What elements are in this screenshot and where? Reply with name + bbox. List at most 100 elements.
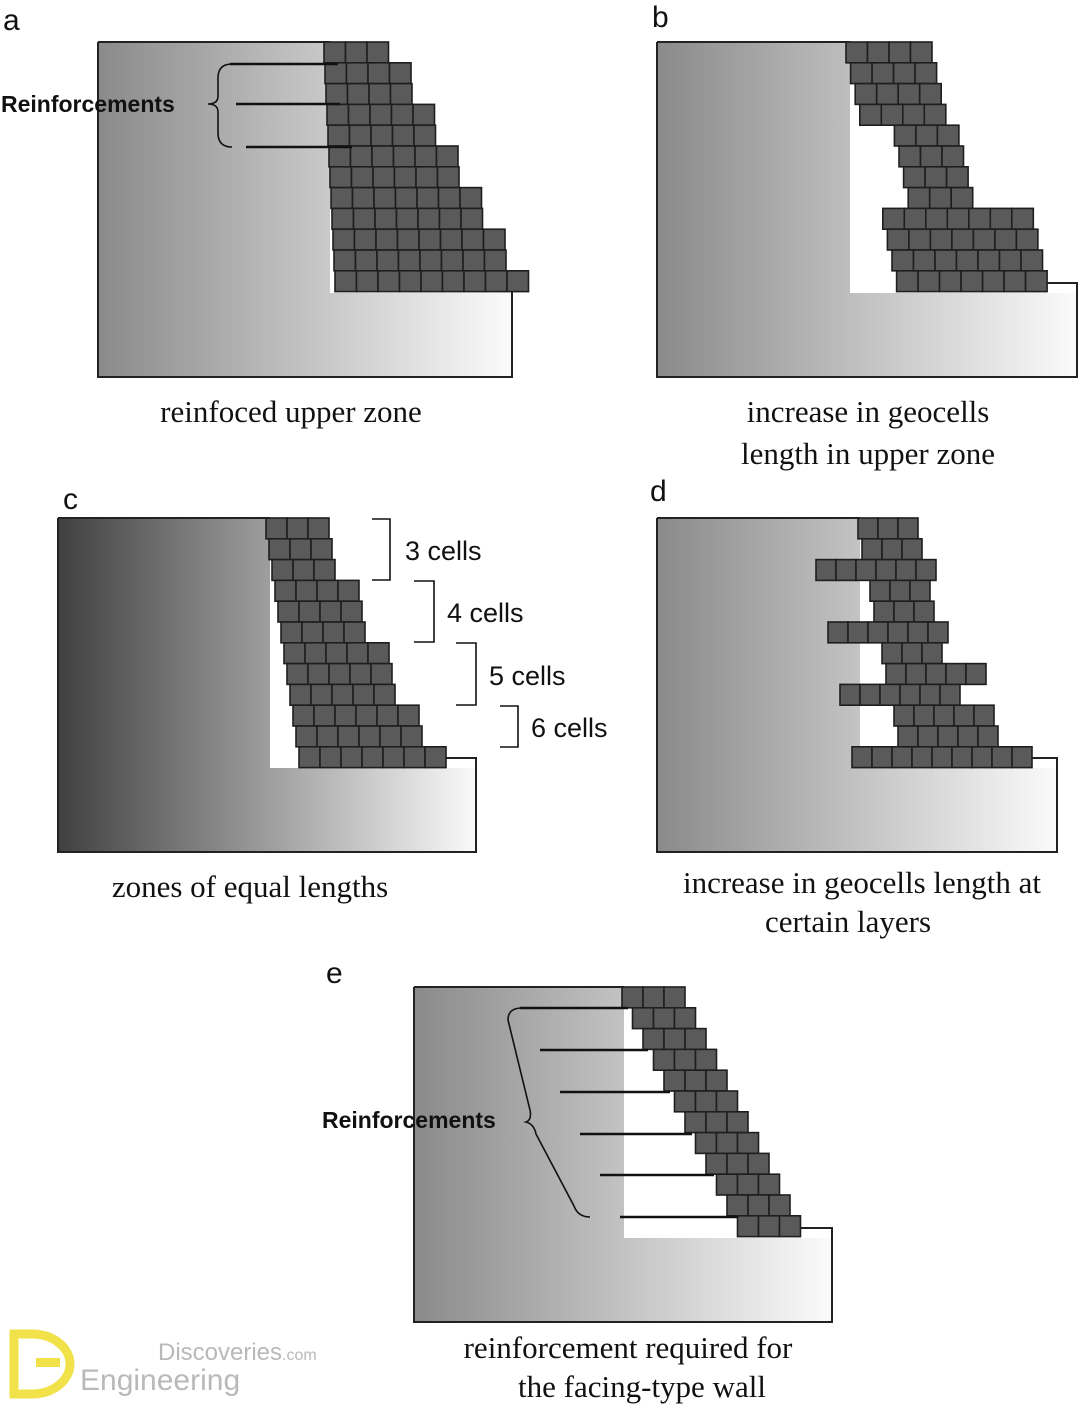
geocell-brick	[908, 228, 932, 251]
geocell-brick	[866, 41, 890, 64]
geocell-brick	[921, 641, 943, 665]
geocell-brick	[768, 1194, 791, 1217]
geocell-brick	[898, 145, 922, 168]
geocell-brick	[298, 600, 321, 623]
geocell-brick	[326, 103, 350, 127]
geocell-brick	[847, 621, 869, 644]
geocell-brick	[361, 745, 384, 769]
facing-bricks-b	[845, 41, 1048, 293]
geocell-brick	[859, 683, 881, 707]
geocell-brick	[334, 269, 358, 293]
geocell-brick	[902, 166, 926, 189]
panel-c: 3 cells 4 cells 5 cells 6 cells	[57, 517, 608, 853]
geocell-brick	[893, 704, 915, 727]
geocell-brick	[931, 745, 953, 769]
geocell-brick	[945, 166, 969, 189]
geocell-brick	[340, 600, 363, 623]
geocell-brick	[705, 1152, 728, 1176]
geocell-brick	[369, 103, 393, 127]
zone-bracket	[456, 642, 477, 706]
geocell-brick	[358, 725, 381, 748]
geocell-brick	[977, 725, 999, 748]
panel-letter-e: e	[326, 957, 343, 990]
geocell-brick	[981, 269, 1005, 293]
caption-d-line2: certain layers	[765, 904, 931, 939]
geocell-brick	[933, 704, 955, 727]
geocell-brick	[726, 1194, 749, 1217]
geocell-brick	[437, 186, 461, 210]
geocell-brick	[881, 641, 903, 665]
geocell-brick	[917, 269, 941, 293]
geocell-brick	[917, 725, 939, 748]
geocell-brick	[313, 558, 336, 582]
geocell-brick	[328, 145, 352, 168]
geocell-brick	[346, 82, 370, 106]
geocell-brick	[349, 145, 373, 168]
geocell-brick	[845, 41, 869, 64]
geocell-brick	[283, 641, 306, 665]
geocell-brick	[462, 249, 486, 272]
geocell-brick	[901, 103, 926, 127]
geocell-brick	[370, 124, 394, 147]
geocell-brick	[370, 662, 393, 686]
geocell-brick	[897, 517, 919, 540]
geocell-brick	[435, 145, 459, 168]
geocell-brick	[893, 124, 917, 147]
geocell-brick	[972, 228, 996, 251]
geocell-brick	[871, 745, 893, 769]
geocell-brick	[397, 249, 421, 272]
geocell-brick	[286, 662, 309, 686]
geocell-brick	[888, 41, 912, 64]
reinforcements-label-a: Reinforcements	[1, 91, 175, 117]
geocell-brick	[747, 1194, 770, 1217]
geocell-brick	[757, 1173, 781, 1196]
caption-c: zones of equal lengths	[112, 869, 388, 904]
geocell-brick	[998, 249, 1022, 272]
geocell-brick	[353, 228, 377, 251]
geocell-brick	[663, 986, 686, 1009]
geocell-brick	[337, 725, 360, 748]
geocell-brick	[424, 745, 447, 769]
caption-e-line1: reinforcement required for	[464, 1330, 793, 1365]
geocell-brick	[316, 579, 339, 603]
geocell-brick	[1003, 269, 1027, 293]
geocell-brick	[994, 228, 1018, 251]
geocell-brick	[304, 641, 327, 665]
geocell-brick	[877, 517, 899, 540]
geocell-brick	[417, 207, 441, 230]
zone-bracket	[414, 580, 435, 643]
geocell-brick	[393, 166, 417, 189]
geocell-brick	[927, 621, 949, 644]
geocell-brick	[869, 579, 891, 603]
geocell-brick	[684, 1069, 707, 1092]
geocell-brick	[965, 662, 987, 686]
geocell-brick	[292, 704, 315, 727]
geocell-brick	[857, 517, 879, 540]
panel-letter-b: b	[652, 1, 669, 34]
geocell-brick	[934, 249, 958, 272]
geocell-brick	[827, 621, 849, 644]
geocell-brick	[973, 704, 995, 727]
geocell-brick	[331, 683, 354, 707]
geocell-brick	[398, 269, 422, 293]
geocell-brick	[366, 41, 390, 64]
geocell-brick	[909, 579, 931, 603]
geocell-brick	[642, 1027, 665, 1051]
geocell-brick	[757, 1215, 781, 1238]
geocell-brick	[397, 704, 420, 727]
geocell-brick	[349, 662, 372, 686]
geocell-brick	[951, 228, 975, 251]
geocell-brick	[778, 1215, 802, 1238]
geocell-brick	[441, 269, 465, 293]
geocell-brick	[849, 61, 873, 85]
geocell-brick	[332, 228, 356, 251]
geocell-brick	[736, 1131, 760, 1155]
geocell-brick	[324, 61, 348, 85]
geocell-brick	[663, 1027, 686, 1051]
geocell-brick	[715, 1131, 739, 1155]
geocell-brick	[901, 537, 923, 561]
geocell-brick	[891, 249, 915, 272]
geocell-brick	[957, 725, 979, 748]
geocell-brick	[839, 683, 861, 707]
geocell-brick	[346, 641, 369, 665]
